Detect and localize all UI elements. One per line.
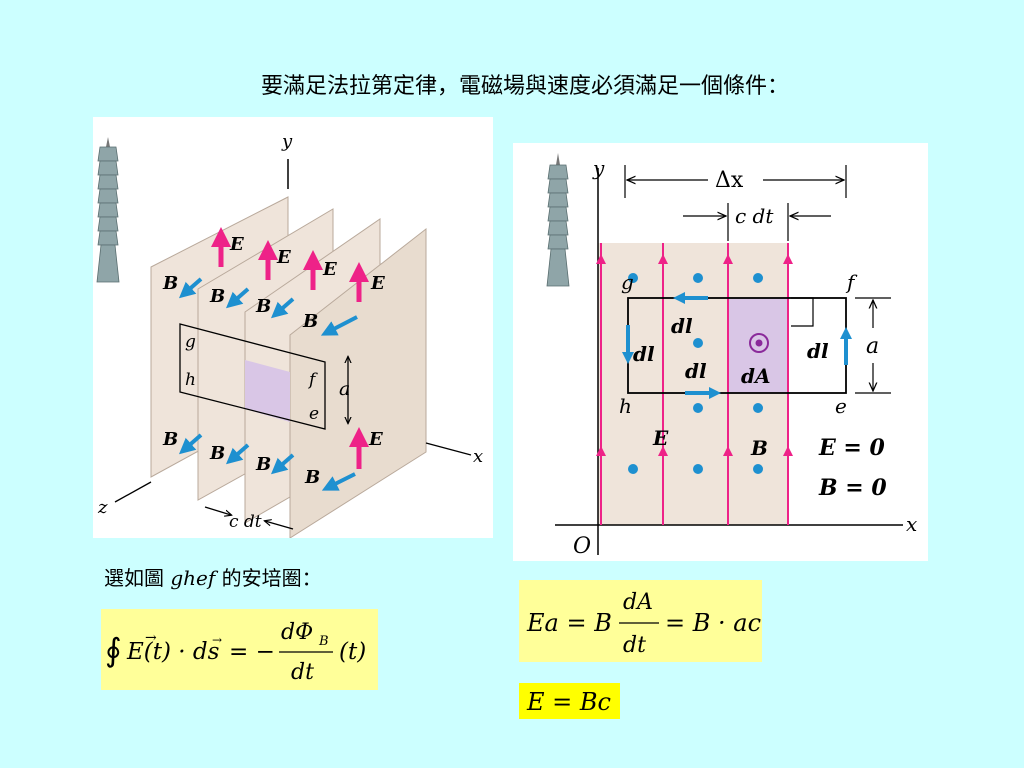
caption-text-after: 的安培圈： bbox=[215, 566, 322, 590]
label-e: e bbox=[309, 404, 319, 424]
e-field-arrows bbox=[211, 227, 369, 469]
plane-wave-2d-figure: y x O Δx c dt bbox=[513, 143, 928, 561]
wave-planes bbox=[150, 196, 427, 538]
e-field-lines bbox=[596, 243, 793, 525]
relation-denominator: dt bbox=[623, 633, 646, 658]
result-text: E = Bc bbox=[526, 688, 611, 716]
label-dl-bottom: dl bbox=[685, 359, 707, 383]
equals-minus: = − bbox=[229, 639, 275, 665]
cdt-arrow-left bbox=[204, 506, 231, 515]
label-dl-left: dl bbox=[633, 342, 655, 366]
label-B-3: B bbox=[255, 296, 271, 317]
relation-rhs: = B · ac bbox=[665, 609, 761, 637]
loop-ghef bbox=[179, 323, 326, 430]
integrand: E(t) · ds bbox=[126, 639, 220, 665]
time-argument: (t) bbox=[339, 639, 366, 665]
label-E-4: E bbox=[370, 273, 385, 294]
relation-numerator: dA bbox=[623, 590, 653, 615]
label-E-5: E bbox=[368, 429, 383, 450]
label-E-3: E bbox=[322, 259, 337, 280]
x-axis-line bbox=[425, 442, 472, 456]
label-E-1: E bbox=[229, 234, 244, 255]
vector-arrow-E: → bbox=[145, 630, 157, 646]
label-B-zero: B = 0 bbox=[818, 475, 887, 501]
faraday-equation: ∮ E(t) · ds = − dΦ B dt (t) → → bbox=[101, 609, 378, 690]
y-axis-label: y bbox=[592, 156, 605, 180]
relation-lhs: Ea = B bbox=[526, 609, 612, 637]
tower-icon bbox=[93, 135, 123, 285]
label-E-2: E bbox=[276, 247, 291, 268]
b-field-arrows bbox=[178, 277, 358, 491]
z-axis-line bbox=[114, 481, 152, 503]
contour-integral-symbol: ∮ bbox=[105, 631, 122, 669]
cdt-arrow-right bbox=[265, 521, 294, 530]
out-of-page-symbol bbox=[749, 333, 769, 353]
label-dl-right: dl bbox=[807, 339, 829, 363]
label-B-4: B bbox=[302, 311, 318, 332]
result-equation: E = Bc bbox=[519, 683, 620, 719]
y-axis-label: y bbox=[281, 131, 293, 152]
label-e: e bbox=[835, 394, 847, 418]
label-c-dt: c dt bbox=[229, 512, 262, 532]
label-g: g bbox=[621, 270, 634, 294]
label-dA: dA bbox=[741, 364, 771, 388]
b-field-dots bbox=[628, 273, 763, 474]
x-axis-label: x bbox=[906, 512, 917, 536]
label-f: f bbox=[845, 270, 858, 294]
label-B-7: B bbox=[255, 454, 271, 475]
label-f: f bbox=[307, 370, 318, 390]
label-g: g bbox=[185, 332, 196, 352]
dl-arrows bbox=[622, 292, 852, 399]
label-B: B bbox=[750, 436, 768, 460]
x-axis-label: x bbox=[473, 446, 483, 467]
label-E: E bbox=[652, 426, 669, 450]
label-B-8: B bbox=[304, 467, 320, 488]
delta-x-label: Δx bbox=[715, 168, 744, 193]
label-B-5: B bbox=[162, 429, 178, 450]
flux-subscript: B bbox=[318, 634, 329, 649]
label-h: h bbox=[185, 370, 196, 390]
loop-fill bbox=[245, 360, 290, 422]
label-h: h bbox=[619, 394, 632, 418]
label-B-2: B bbox=[209, 286, 225, 307]
label-B-6: B bbox=[209, 443, 225, 464]
slide-title: 要滿足法拉第定律，電磁場與速度必須滿足一個條件： bbox=[260, 74, 789, 99]
cdt-label: c dt bbox=[735, 204, 774, 228]
origin-label: O bbox=[573, 534, 591, 559]
right-angle-mark bbox=[791, 297, 814, 327]
flux-denominator: dt bbox=[291, 660, 314, 685]
tower-icon bbox=[546, 153, 570, 287]
flux-numerator: dΦ bbox=[281, 620, 313, 645]
caption-text-before: 選如圖 bbox=[104, 566, 171, 590]
label-dl-top: dl bbox=[671, 314, 693, 338]
label-B-1: B bbox=[162, 273, 178, 294]
vector-arrow-s: → bbox=[212, 633, 222, 647]
plane-wave-3d-figure: y g h f e a E E E E E bbox=[93, 117, 493, 538]
loop-caption: 選如圖 ghef 的安培圈： bbox=[104, 562, 322, 591]
caption-loop-name: ghef bbox=[170, 566, 216, 590]
z-axis-label: z bbox=[97, 497, 108, 518]
label-E-zero: E = 0 bbox=[818, 435, 886, 461]
label-a: a bbox=[339, 378, 350, 400]
label-a: a bbox=[866, 334, 879, 359]
area-relation-equation: Ea = B dA dt = B · ac bbox=[519, 580, 762, 662]
